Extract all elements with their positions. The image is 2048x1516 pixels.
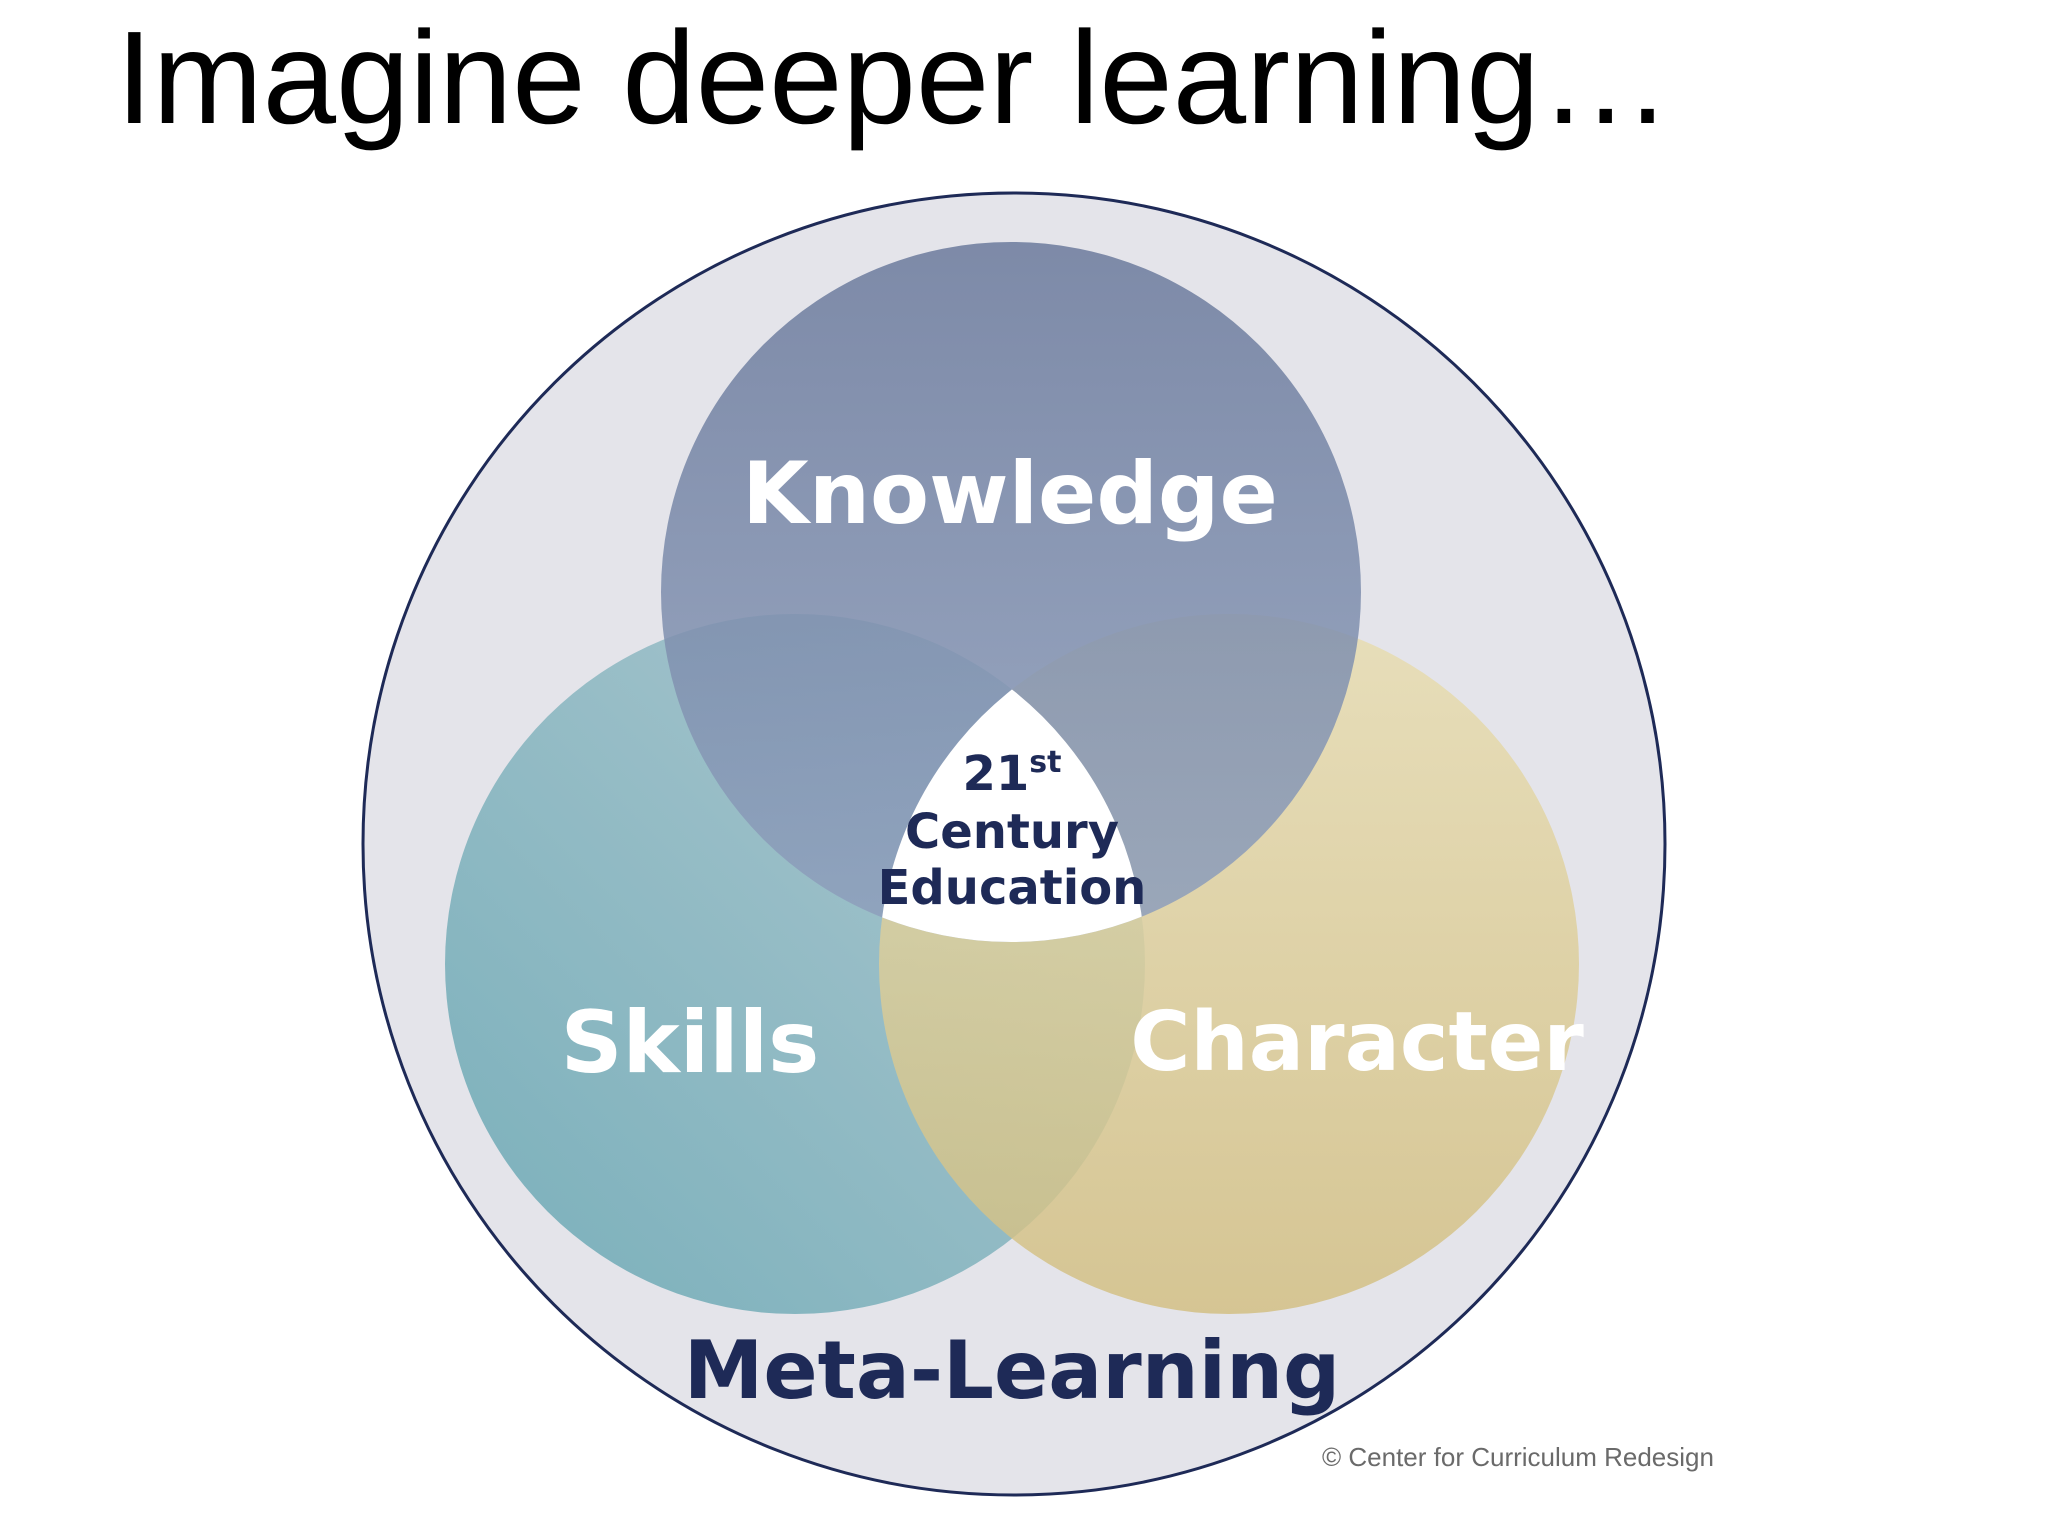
center-superscript: st bbox=[1029, 745, 1061, 780]
center-label-line1: 21st bbox=[963, 745, 1062, 802]
center-number: 21 bbox=[963, 746, 1030, 802]
copyright-credit: © Center for Curriculum Redesign bbox=[1322, 1442, 1714, 1472]
skills-label: Skills bbox=[561, 993, 820, 1093]
meta-learning-label: Meta-Learning bbox=[684, 1324, 1341, 1417]
center-intersection bbox=[879, 614, 1145, 942]
slide-title: Imagine deeper learning… bbox=[116, 4, 1672, 151]
knowledge-circle bbox=[661, 242, 1361, 942]
center-label-line3: Education bbox=[878, 860, 1147, 916]
knowledge-label: Knowledge bbox=[742, 444, 1278, 544]
center-label-line2: Century bbox=[905, 804, 1119, 860]
character-label: Character bbox=[1130, 995, 1584, 1090]
